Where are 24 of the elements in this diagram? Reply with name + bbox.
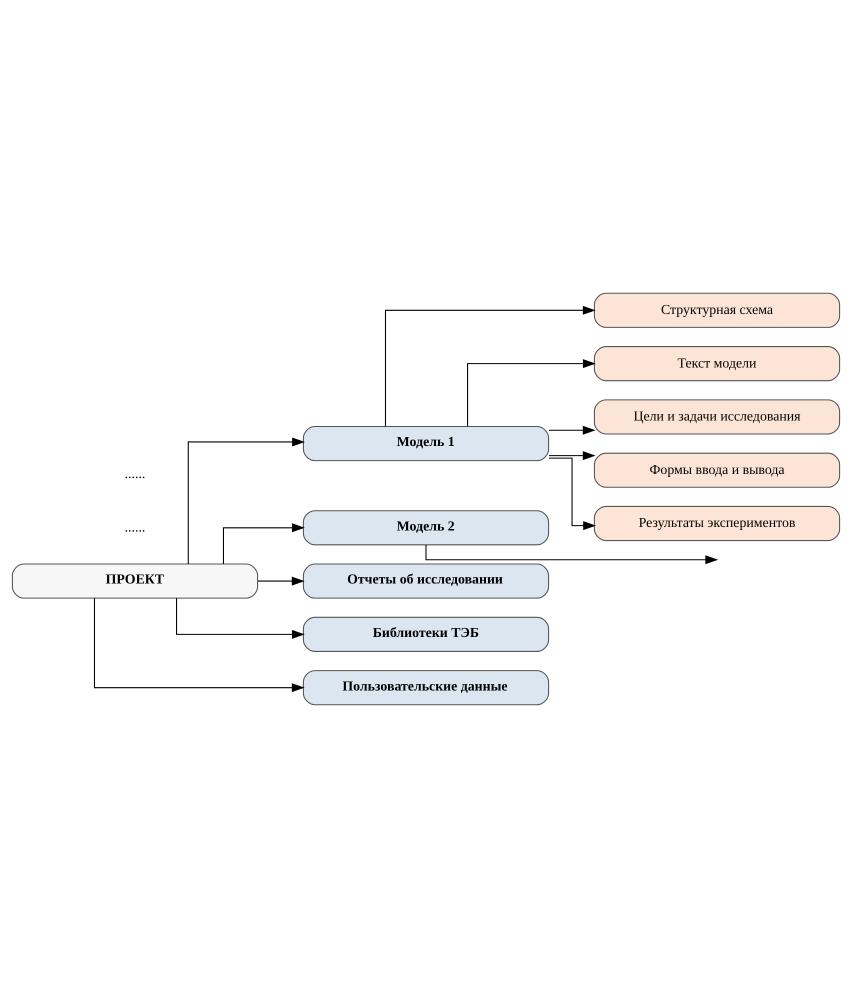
node-box: Пользовательские данные	[302, 670, 550, 706]
arrow	[258, 576, 305, 586]
arrow	[425, 544, 718, 564]
label: ......	[124, 519, 146, 534]
arrow	[549, 426, 596, 435]
node-box: Формы ввода и вывода	[594, 452, 840, 488]
node-box: Цели и задачи исследования	[594, 399, 840, 434]
node-box: Библиотеки ТЭБ	[302, 616, 550, 652]
arrow	[94, 598, 305, 692]
arrow	[549, 451, 596, 460]
arrow	[467, 359, 596, 426]
node-box: Отчеты об исследовании	[302, 564, 550, 599]
node-box: Структурная схема	[594, 292, 840, 328]
arrow	[384, 306, 596, 426]
arrow	[222, 523, 305, 564]
node-box: Текст модели	[594, 346, 840, 382]
label: ......	[124, 466, 146, 482]
node-box: ПРОЕКТ	[12, 564, 258, 599]
arrow	[176, 598, 305, 639]
node-box: Результаты экспериментов	[594, 506, 840, 542]
arrow	[188, 437, 305, 564]
node-box: Модель 2	[302, 510, 550, 546]
node-box: Модель 1	[302, 426, 550, 462]
arrow	[548, 458, 596, 530]
